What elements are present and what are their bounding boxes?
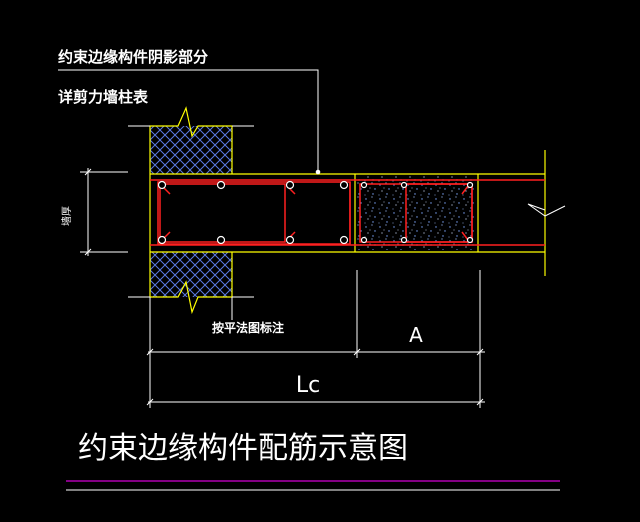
bar-dot xyxy=(360,181,368,189)
bar-dot xyxy=(285,180,295,190)
longitudinal-bars xyxy=(157,180,474,245)
bar-dot xyxy=(157,235,167,245)
bar-dot xyxy=(285,235,295,245)
wall-thickness-dimension xyxy=(80,168,128,256)
title-underline xyxy=(66,480,560,491)
bar-dot xyxy=(360,236,368,244)
dimension-lc-label: Lc xyxy=(296,373,320,398)
wall-thickness-label: 墙厚 xyxy=(60,206,73,226)
bar-dot xyxy=(216,180,226,190)
leader-line xyxy=(58,69,321,175)
dimension-a-label: A xyxy=(409,323,423,347)
bar-dot xyxy=(216,235,226,245)
leader-note-1: 约束边缘构件阴影部分 xyxy=(58,48,208,66)
leader-note-2: 详剪力墙柱表 xyxy=(58,88,149,106)
cross-wall-bottom xyxy=(149,252,233,315)
bar-dot xyxy=(157,180,167,190)
cross-wall-top xyxy=(149,106,233,174)
break-line-right xyxy=(527,203,566,217)
bar-dot xyxy=(339,180,349,190)
bar-dot xyxy=(466,236,474,244)
bar-dot xyxy=(339,235,349,245)
bottom-dimensions xyxy=(146,270,485,408)
bottom-note: 按平法图标注 xyxy=(212,320,284,335)
wall-extent-lines xyxy=(128,125,254,320)
bar-dot xyxy=(400,236,408,244)
rebar-cage xyxy=(150,179,545,246)
bar-dot xyxy=(400,181,408,189)
wall-outline xyxy=(149,150,546,276)
drawing-title: 约束边缘构件配筋示意图 xyxy=(78,431,408,466)
bar-dot xyxy=(466,181,474,189)
concrete-infill xyxy=(357,176,476,250)
